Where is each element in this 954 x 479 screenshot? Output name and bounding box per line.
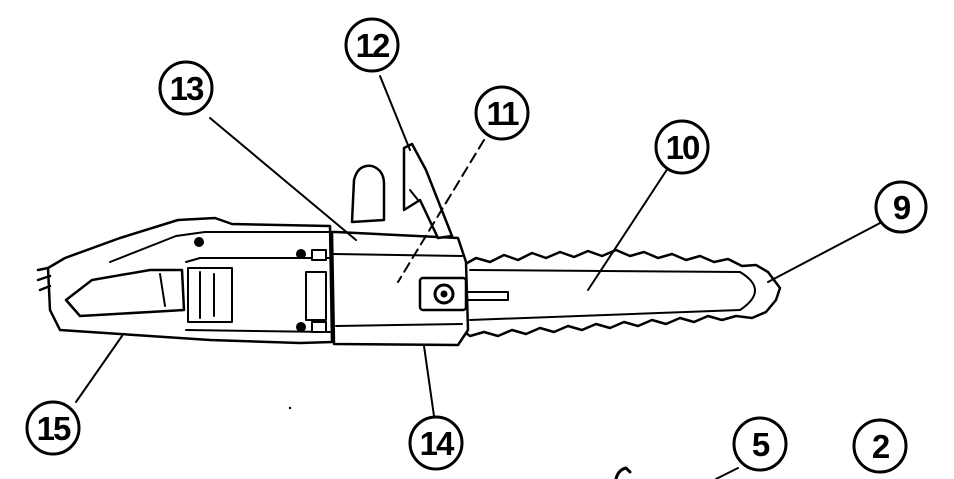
grip-box xyxy=(187,267,233,323)
callout-13: 13 xyxy=(158,60,214,116)
screw-icon xyxy=(296,322,306,332)
housing-ridge xyxy=(185,257,331,333)
guard-detail xyxy=(409,189,419,201)
callout-2: 2 xyxy=(852,418,908,474)
saw-chain xyxy=(460,248,782,338)
callout-label-12: 12 xyxy=(356,27,390,64)
leader-lines xyxy=(75,75,883,479)
callout-5: 5 xyxy=(732,416,788,472)
callout-15: 15 xyxy=(25,400,81,456)
motor-housing xyxy=(36,216,334,345)
callout-label-11: 11 xyxy=(487,95,520,132)
leader-line-9 xyxy=(767,221,883,283)
leader-line-12 xyxy=(379,75,411,151)
callout-12: 12 xyxy=(344,17,400,73)
callout-label-10: 10 xyxy=(666,129,699,166)
leader-line-10 xyxy=(587,167,669,291)
callout-9: 9 xyxy=(874,180,928,234)
latch-icon xyxy=(311,321,327,333)
leader-line-15 xyxy=(75,335,123,403)
rear-handle-opening xyxy=(64,268,186,318)
bar-plate xyxy=(469,269,756,321)
cover-ridge xyxy=(333,253,463,327)
bar-nut-center xyxy=(440,290,448,298)
callout-label-9: 9 xyxy=(893,189,911,226)
front-handle xyxy=(350,142,454,240)
bar-stud xyxy=(464,291,509,301)
leader-line-5 xyxy=(715,467,739,479)
callout-label-2: 2 xyxy=(872,428,890,465)
callout-14: 14 xyxy=(408,415,464,471)
cord-stub xyxy=(36,266,52,292)
guide-bar xyxy=(460,248,782,338)
housing-contour xyxy=(109,231,331,263)
partial-part xyxy=(614,466,632,479)
leader-line-14 xyxy=(423,345,435,417)
speck xyxy=(288,406,292,410)
sprocket-cover xyxy=(330,230,470,347)
callout-11: 11 xyxy=(474,85,530,141)
callout-label-14: 14 xyxy=(420,425,455,462)
callout-label-15: 15 xyxy=(37,410,71,447)
vent-slot xyxy=(305,271,327,321)
callout-label-13: 13 xyxy=(170,70,204,107)
grip-slots xyxy=(199,271,215,319)
screw-icon xyxy=(194,237,204,247)
front-handle-grip xyxy=(350,164,386,224)
screw-icon xyxy=(296,249,306,259)
latch-icon xyxy=(311,249,327,261)
leader-line-13 xyxy=(209,117,357,241)
leader-line-11 xyxy=(397,139,485,283)
callout-label-5: 5 xyxy=(752,426,770,463)
trigger-line xyxy=(159,273,166,307)
callout-10: 10 xyxy=(654,119,710,175)
